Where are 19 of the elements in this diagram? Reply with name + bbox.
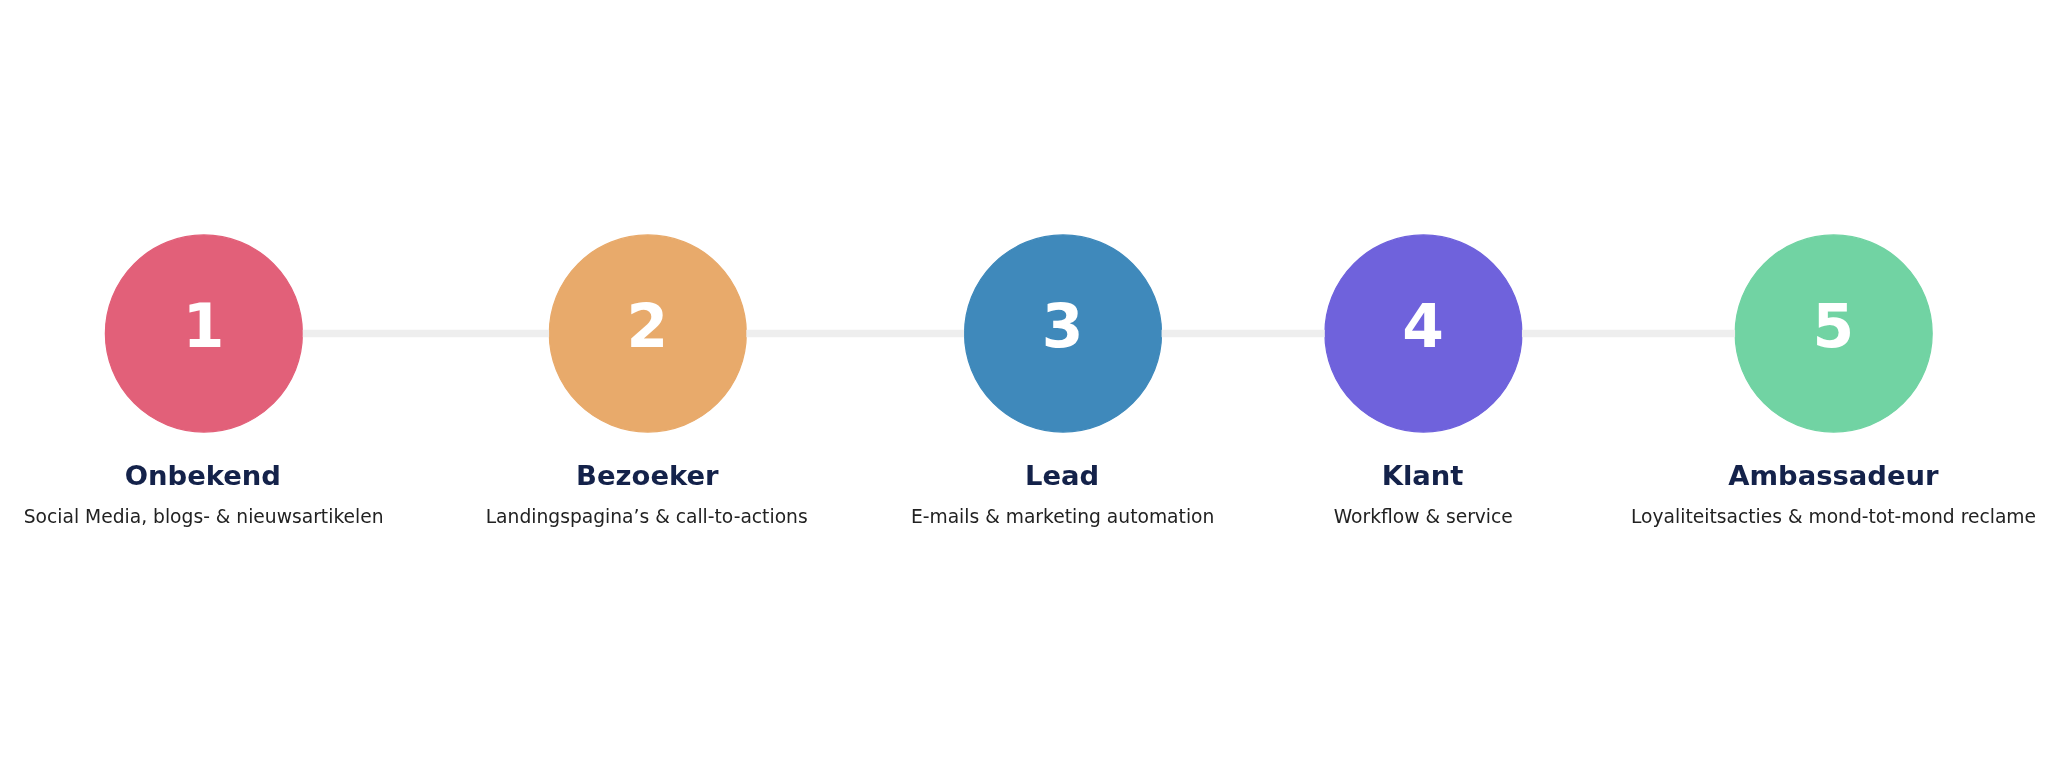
node-circle: 5 (1734, 234, 1933, 433)
node-label: Lead (1025, 460, 1100, 492)
node-label: Workflow & service (1333, 506, 1513, 528)
node-circle: 3 (963, 234, 1163, 433)
node-circle: 1 (104, 234, 304, 433)
node-label: Onbekend (124, 460, 282, 492)
node-label: Bezoeker (576, 460, 719, 492)
connector (302, 329, 550, 338)
node-circle: 2 (548, 234, 747, 433)
connector (1161, 329, 1325, 338)
node-label: E-mails & marketing automation (910, 506, 1215, 528)
node-circle: 4 (1324, 234, 1523, 433)
connector (1522, 329, 1736, 338)
node-label: Ambassadeur (1728, 460, 1939, 492)
node-label: Klant (1381, 460, 1464, 492)
node-label: Loyaliteitsacties & mond-tot-mond reclame (1631, 506, 2037, 528)
connector (746, 329, 965, 338)
node-label: Social Media, blogs- & nieuwsartikelen (23, 506, 384, 528)
node-label: Landingspagina’s & call-to-actions (485, 506, 808, 528)
